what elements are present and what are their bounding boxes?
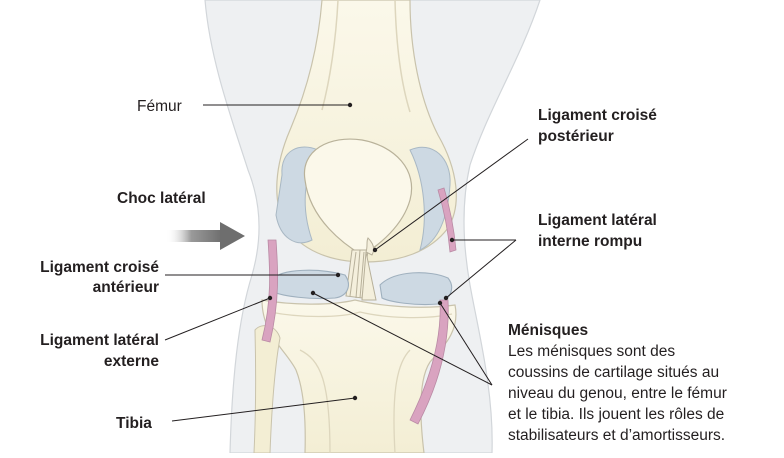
menisci-desc-line: coussins de cartilage situés au (508, 364, 719, 381)
menisci-desc-line: stabilisateurs et d’amortisseurs. (508, 427, 725, 444)
pcl-label-line2: postérieur (538, 128, 614, 145)
femur-label: Fémur (137, 98, 182, 115)
pcl-label-line1: Ligament croisé (538, 107, 657, 124)
menisci-desc-line: et le tibia. Ils jouent les rôles de (508, 406, 724, 423)
acl-label-line2: antérieur (93, 279, 159, 296)
lateral-impact-arrow (166, 222, 245, 250)
menisci-desc-line: niveau du genou, entre le fémur (508, 385, 727, 402)
mcl-label-line2: interne rompu (538, 233, 642, 250)
tibia-label: Tibia (116, 415, 152, 432)
lcl-label-line1: Ligament latéral (40, 332, 159, 349)
acl-label-line1: Ligament croisé (40, 259, 159, 276)
menisci-desc-line: Les ménisques sont des (508, 343, 675, 360)
menisci-title: Ménisques (508, 322, 588, 339)
lcl-label-line2: externe (104, 353, 160, 370)
mcl-label-line1: Ligament latéral (538, 212, 657, 229)
lateral-impact-label: Choc latéral (117, 190, 206, 207)
